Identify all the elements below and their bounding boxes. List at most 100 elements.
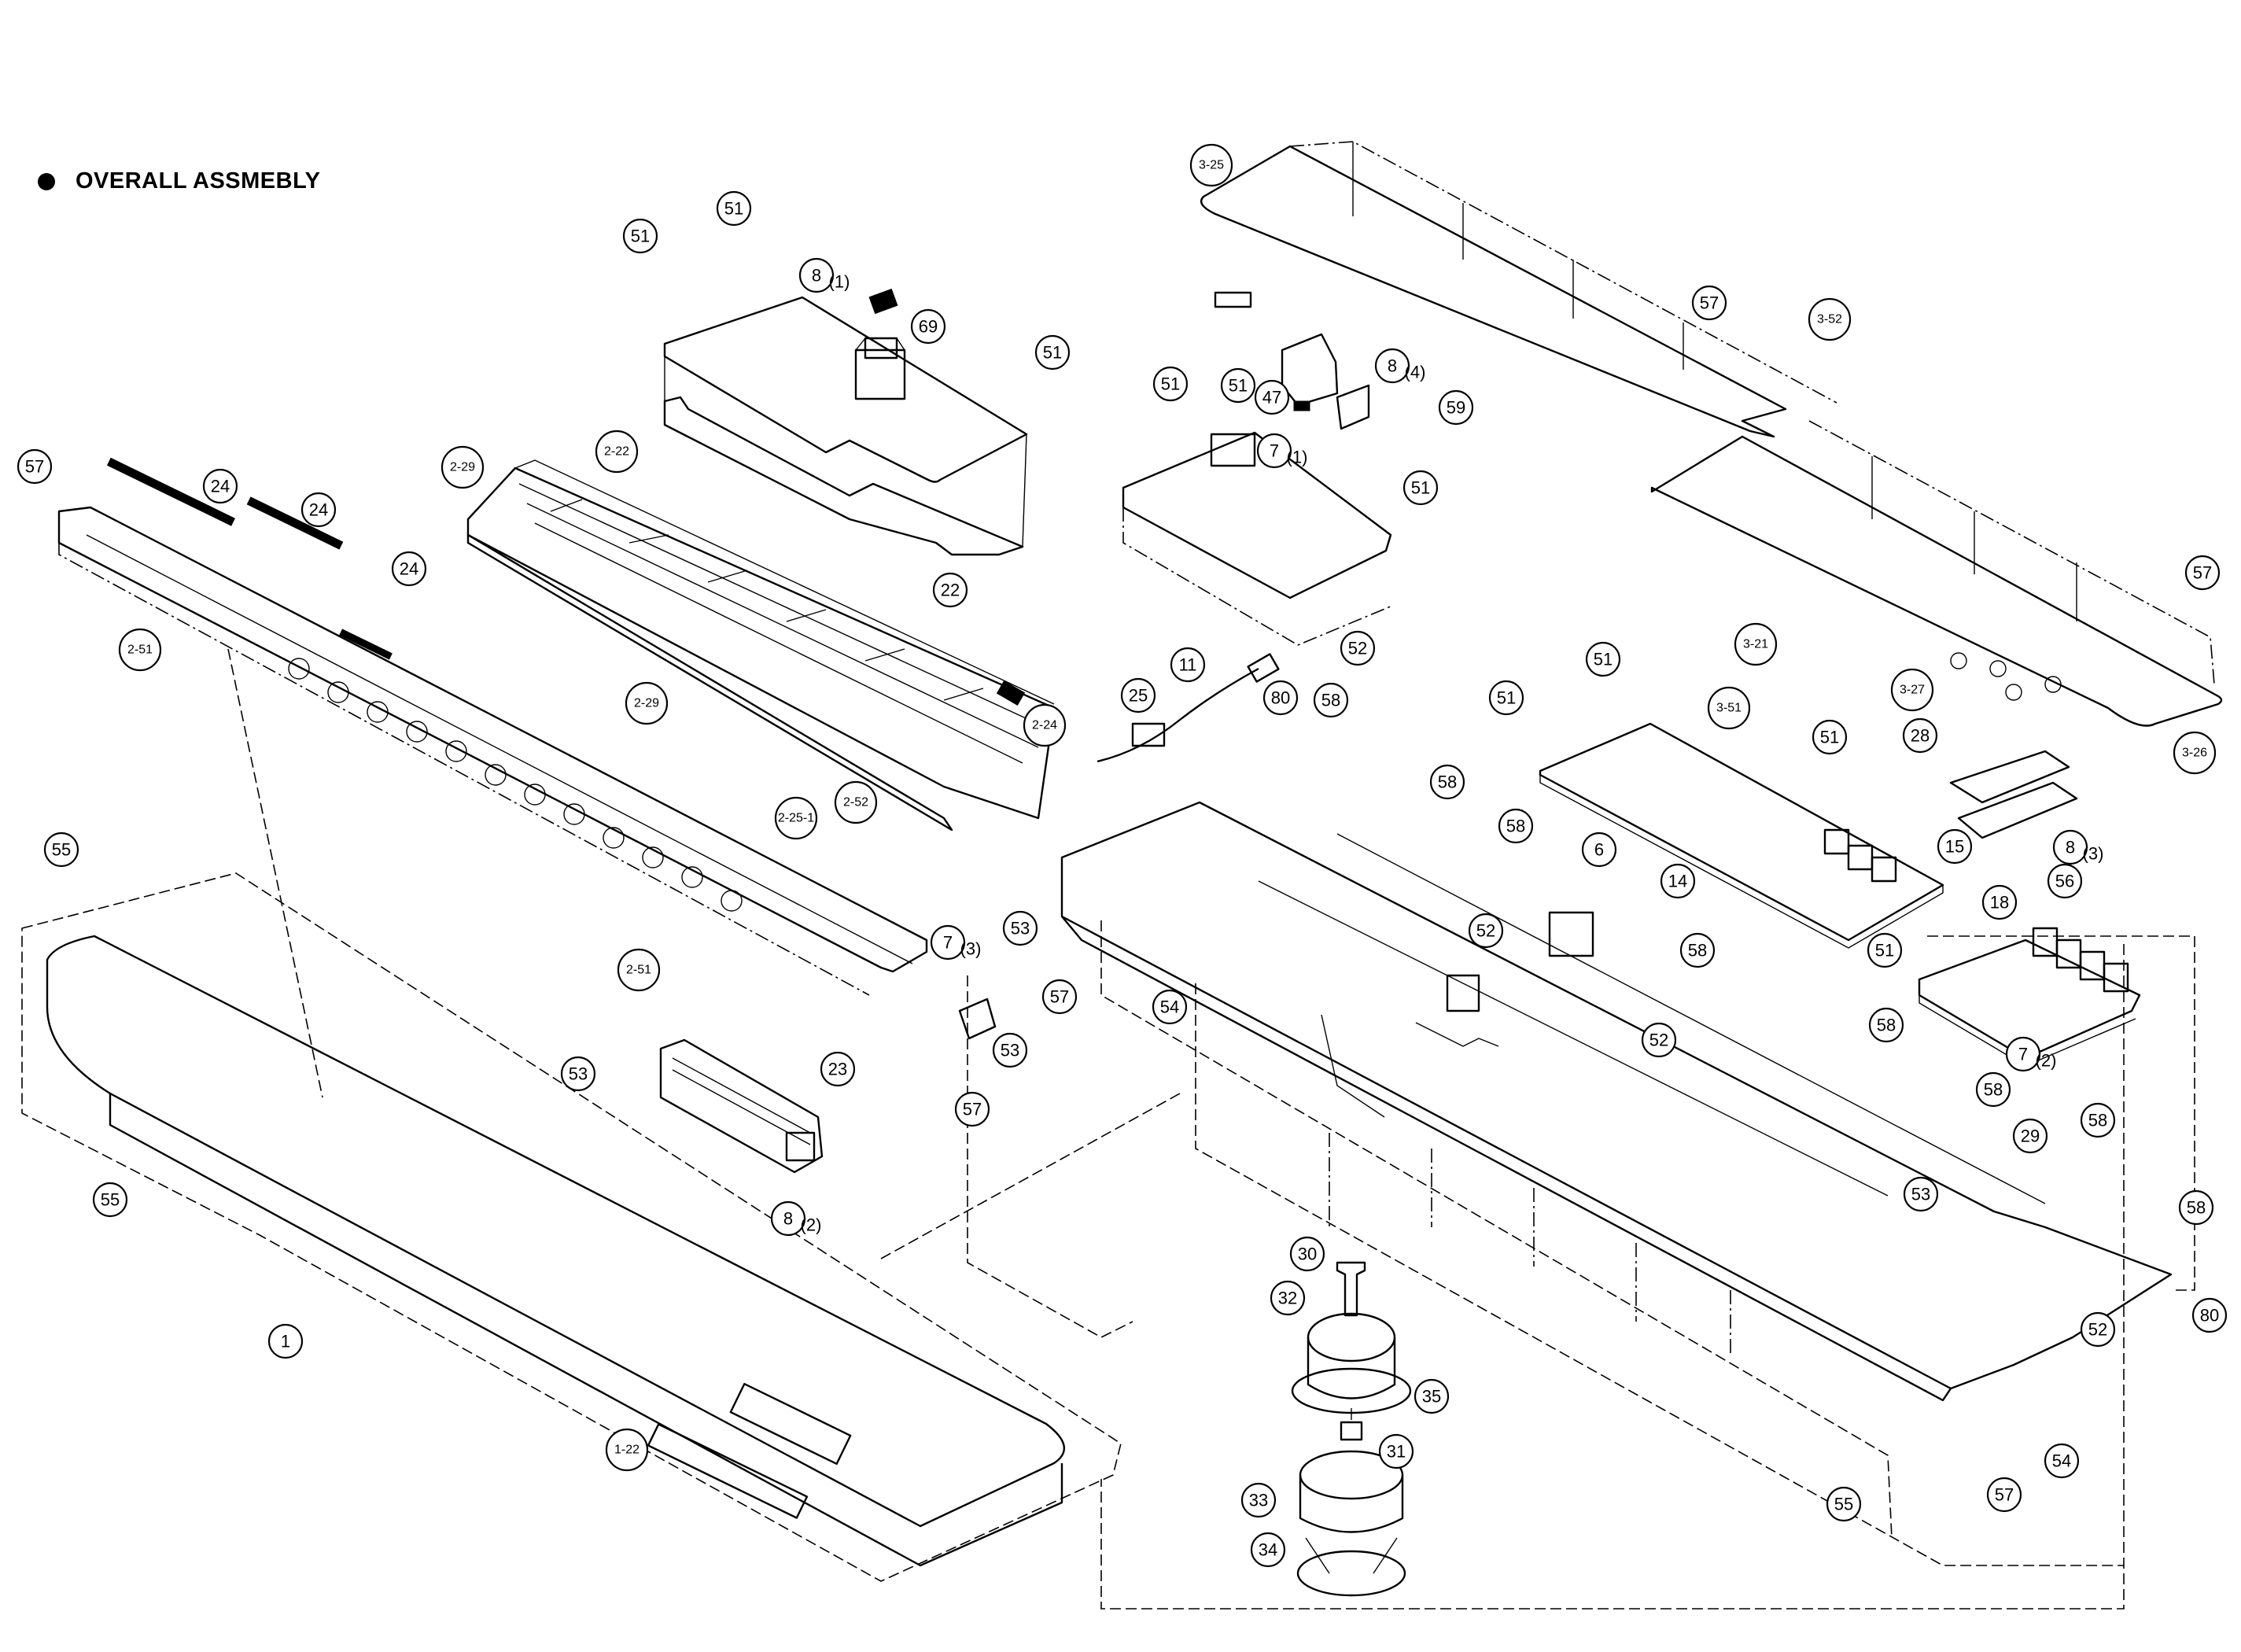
callout-label: 34 <box>1259 1540 1277 1560</box>
callout-label: 57 <box>2193 563 2212 583</box>
callout-2-51: 2-51 <box>617 948 661 992</box>
callout-label: 2-25-1 <box>778 812 814 825</box>
callout-3-25: 3-25 <box>1189 143 1233 187</box>
callout-51: 51 <box>1152 366 1189 402</box>
callout-label: 51 <box>1594 650 1613 669</box>
callout-label: 52 <box>2088 1320 2107 1340</box>
callout-label: 52 <box>1348 639 1367 658</box>
callout-2-25-1: 2-25-1 <box>774 796 818 840</box>
callout-15: 15 <box>1937 828 1973 865</box>
callout-quantity: (3) <box>2083 844 2104 864</box>
callout-18: 18 <box>1981 884 2018 920</box>
callout-label: 3-27 <box>1900 684 1925 697</box>
callout-label: 2-52 <box>843 796 868 809</box>
callout-58: 58 <box>1868 1007 1904 1043</box>
callout-label: 59 <box>1447 398 1465 418</box>
callout-57: 57 <box>1041 979 1078 1015</box>
callout-label: 23 <box>828 1060 847 1079</box>
callout-57: 57 <box>2184 555 2221 591</box>
callout-51: 51 <box>1220 367 1256 404</box>
callout-52: 52 <box>1340 630 1376 666</box>
callout-57: 57 <box>954 1091 990 1127</box>
jack-board-7-2 <box>1918 750 2141 1067</box>
top-panel-3-25 <box>1200 141 1837 438</box>
key-housing-2-29 <box>466 459 1056 832</box>
callout-label: 24 <box>400 559 418 579</box>
callout-quantity: (4) <box>1405 363 1426 382</box>
callout-31: 31 <box>1378 1433 1414 1469</box>
callout-label: 53 <box>1011 919 1030 938</box>
callout-52: 52 <box>1468 913 1504 949</box>
callout-51: 51 <box>1402 470 1439 506</box>
callout-label: 1-22 <box>614 1444 639 1457</box>
callout-34: 34 <box>1250 1532 1286 1568</box>
callout-58: 58 <box>1679 932 1716 968</box>
callout-3-26: 3-26 <box>2173 731 2217 775</box>
callout-label: 24 <box>309 500 328 520</box>
callout-label: 24 <box>211 477 230 496</box>
foot-assembly <box>1291 1261 1412 1597</box>
callout-label: 6 <box>1594 840 1604 860</box>
callout-54: 54 <box>1152 989 1188 1025</box>
callout-7: 7 (3) <box>930 924 982 961</box>
callout-51: 51 <box>1488 680 1524 716</box>
callout-label: 54 <box>2052 1451 2071 1471</box>
callout-label: 3-25 <box>1199 159 1224 172</box>
page-title: OVERALL ASSMEBLY <box>38 168 320 194</box>
transformer-plate-22 <box>663 288 1028 556</box>
title-text: OVERALL ASSMEBLY <box>76 168 321 194</box>
callout-quantity: (2) <box>2036 1051 2057 1071</box>
callout-label: 7 <box>943 933 953 953</box>
callout-label: 31 <box>1387 1442 1406 1462</box>
callout-label: 58 <box>2187 1198 2206 1218</box>
callout-2-24: 2-24 <box>1023 703 1067 747</box>
main-chassis <box>880 801 2195 1610</box>
callout-label: 33 <box>1249 1491 1268 1510</box>
callout-quantity: (3) <box>960 939 982 959</box>
callout-7: 7(2) <box>2005 1036 2057 1072</box>
callout-label: 11 <box>1179 655 1197 675</box>
callout-label: 51 <box>1043 343 1062 363</box>
small-board-7-3 <box>958 997 997 1040</box>
callout-label: 32 <box>1278 1289 1297 1308</box>
callout-2-51: 2-51 <box>118 628 162 672</box>
callout-58: 58 <box>2080 1102 2116 1138</box>
callout-label: 2-51 <box>127 643 153 657</box>
callout-quantity: (2) <box>801 1215 822 1235</box>
callout-58: 58 <box>1313 682 1349 718</box>
callout-2-29: 2-29 <box>625 681 669 725</box>
callout-label: 25 <box>1129 686 1148 706</box>
callout-51: 51 <box>1585 641 1621 677</box>
callout-51: 51 <box>716 190 752 227</box>
callout-80: 80 <box>1262 680 1299 716</box>
callout-14: 14 <box>1660 863 1696 899</box>
callout-label: 51 <box>1411 478 1430 498</box>
callout-label: 58 <box>2088 1111 2107 1130</box>
callout-label: 8 <box>1388 356 1397 376</box>
callout-quantity: (1) <box>829 272 850 292</box>
callout-53: 53 <box>1002 910 1038 946</box>
callout-2-52: 2-52 <box>834 780 878 824</box>
callout-label: 3-52 <box>1817 313 1842 326</box>
callout-label: 57 <box>1050 987 1069 1007</box>
callout-11: 11 <box>1170 647 1206 683</box>
callout-3-52: 3-52 <box>1808 297 1852 341</box>
callout-2-29: 2-29 <box>440 445 485 489</box>
callout-label: 69 <box>919 317 938 337</box>
callout-label: 7 <box>1270 441 1279 461</box>
callout-51: 51 <box>622 218 658 254</box>
callout-55: 55 <box>1826 1486 1862 1522</box>
callout-57: 57 <box>17 448 53 485</box>
callout-label: 51 <box>1161 374 1180 394</box>
rail-holes <box>288 658 743 912</box>
callout-label: 30 <box>1298 1245 1317 1264</box>
callout-label: 35 <box>1422 1387 1441 1407</box>
callout-30: 30 <box>1289 1236 1325 1272</box>
callout-label: 52 <box>1476 921 1495 941</box>
callout-22: 22 <box>932 572 968 608</box>
callout-label: 58 <box>1438 773 1457 792</box>
callout-57: 57 <box>1691 285 1727 321</box>
callout-label: 51 <box>1497 688 1516 708</box>
callout-label: 58 <box>1506 817 1525 836</box>
callout-52: 52 <box>1641 1022 1677 1058</box>
